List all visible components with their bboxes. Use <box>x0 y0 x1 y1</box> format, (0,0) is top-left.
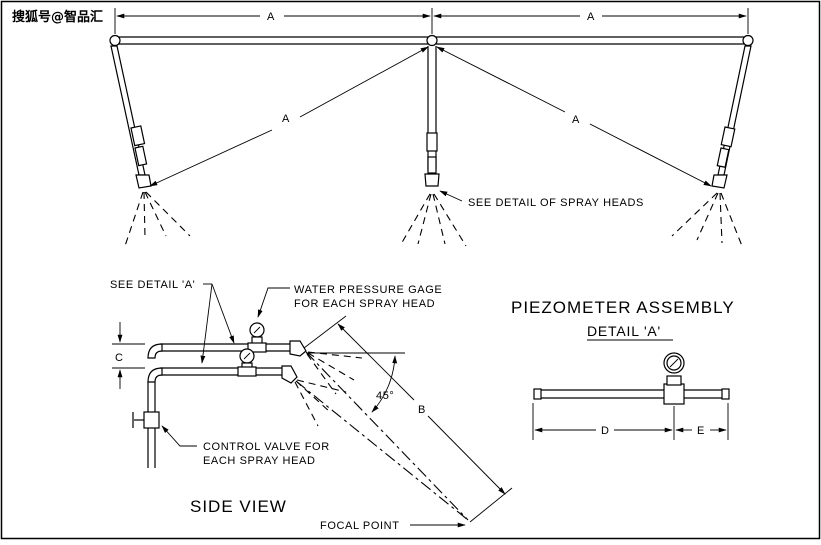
water-pressure-gage-line1: WATER PRESSURE GAGE <box>294 284 442 296</box>
side-spray-lower <box>294 379 347 427</box>
pressure-gauge-upper <box>247 322 267 353</box>
spray-right <box>671 192 743 247</box>
piezometer-gauge <box>663 352 685 374</box>
dim-c: C <box>115 352 124 364</box>
joint-left <box>109 34 121 47</box>
see-detail-spray-heads-label: SEE DETAIL OF SPRAY HEADS <box>468 197 644 209</box>
dim-b: B <box>418 404 426 416</box>
angle-45: 45° <box>376 390 394 402</box>
dim-a-diag-left: A <box>282 113 290 125</box>
top-layout: A A <box>109 8 754 247</box>
focal-point-label: FOCAL POINT <box>320 520 400 532</box>
joint-right <box>742 34 754 47</box>
watermark: 搜狐号@智品汇 <box>12 9 103 25</box>
spray-left <box>124 191 191 247</box>
piezometer-assembly: PIEZOMETER ASSEMBLY DETAIL 'A' D E <box>511 298 735 440</box>
piezometer-subtitle: DETAIL 'A' <box>587 323 661 339</box>
control-valve-line2: EACH SPRAY HEAD <box>203 455 316 467</box>
dim-a-top-left: A <box>267 11 275 23</box>
control-valve-line1: CONTROL VALVE FOR <box>203 441 330 453</box>
water-pressure-gage-line2: FOR EACH SPRAY HEAD <box>294 298 435 310</box>
side-spray-upper <box>306 351 363 395</box>
pressure-gauge-lower <box>237 348 257 377</box>
see-detail-a-label: SEE DETAIL 'A' <box>110 279 195 291</box>
side-view: SEE DETAIL 'A' WATER PRESSURE GAGE FOR E… <box>110 279 513 532</box>
dim-a-diag-right: A <box>572 114 580 126</box>
side-view-title: SIDE VIEW <box>190 497 287 516</box>
dim-d: D <box>601 425 610 437</box>
dim-e: E <box>697 425 705 437</box>
dim-a-top-right: A <box>587 11 595 23</box>
joint-center <box>426 34 438 47</box>
control-valve <box>132 411 160 429</box>
piezometer-title: PIEZOMETER ASSEMBLY <box>511 298 735 317</box>
spray-center <box>399 193 467 247</box>
